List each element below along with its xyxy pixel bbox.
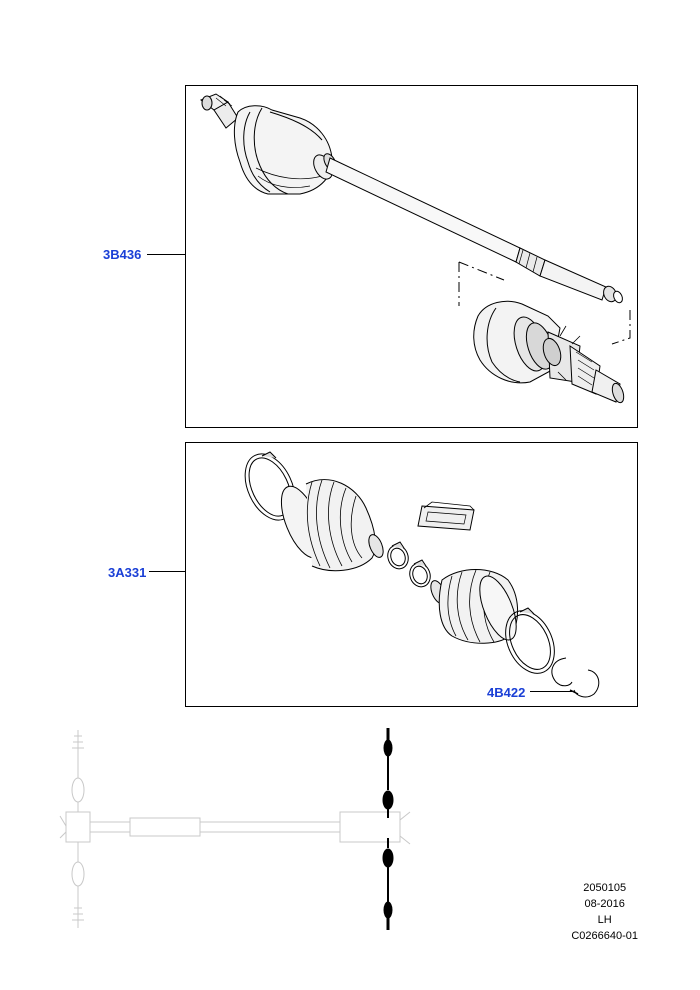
circlips <box>551 657 600 698</box>
halfshaft-illustration <box>199 93 631 404</box>
driveline-locator <box>59 728 411 930</box>
diagram-side: LH <box>597 914 612 926</box>
diagram-date: 08-2016 <box>584 898 625 910</box>
leader-line-boot-kit <box>149 571 185 572</box>
outer-cv-joint <box>473 300 625 404</box>
locator-highlighted-halfshafts <box>382 728 394 930</box>
boot-kit-illustration <box>244 451 600 698</box>
diagram-code: C0266640-01 <box>571 930 638 942</box>
inner-cv-joint <box>233 105 333 195</box>
diagram-number: 2050105 <box>583 882 627 894</box>
locator-faded-front <box>59 730 330 928</box>
inner-boot-bellows <box>280 479 384 572</box>
large-clamp-band-outer <box>505 607 555 674</box>
callout-boot-kit-3a331[interactable]: 3A331 <box>108 565 147 580</box>
locator-rear-diff <box>330 811 411 845</box>
exploded-view-leader <box>458 261 631 345</box>
small-clamp-bands <box>387 541 431 588</box>
boot-kit-panel <box>185 442 638 707</box>
callout-halfshaft-3b436[interactable]: 3B436 <box>103 247 142 262</box>
leader-line-circlip <box>530 691 572 692</box>
grease-sachet <box>417 501 475 531</box>
diagram-reference-block: 2050105 08-2016 LH C0266640-01 <box>571 880 638 944</box>
main-shaft <box>325 157 623 304</box>
inner-spline-stub <box>199 93 239 129</box>
callout-circlip-4b422[interactable]: 4B422 <box>487 685 526 700</box>
leader-line-halfshaft <box>147 254 185 255</box>
